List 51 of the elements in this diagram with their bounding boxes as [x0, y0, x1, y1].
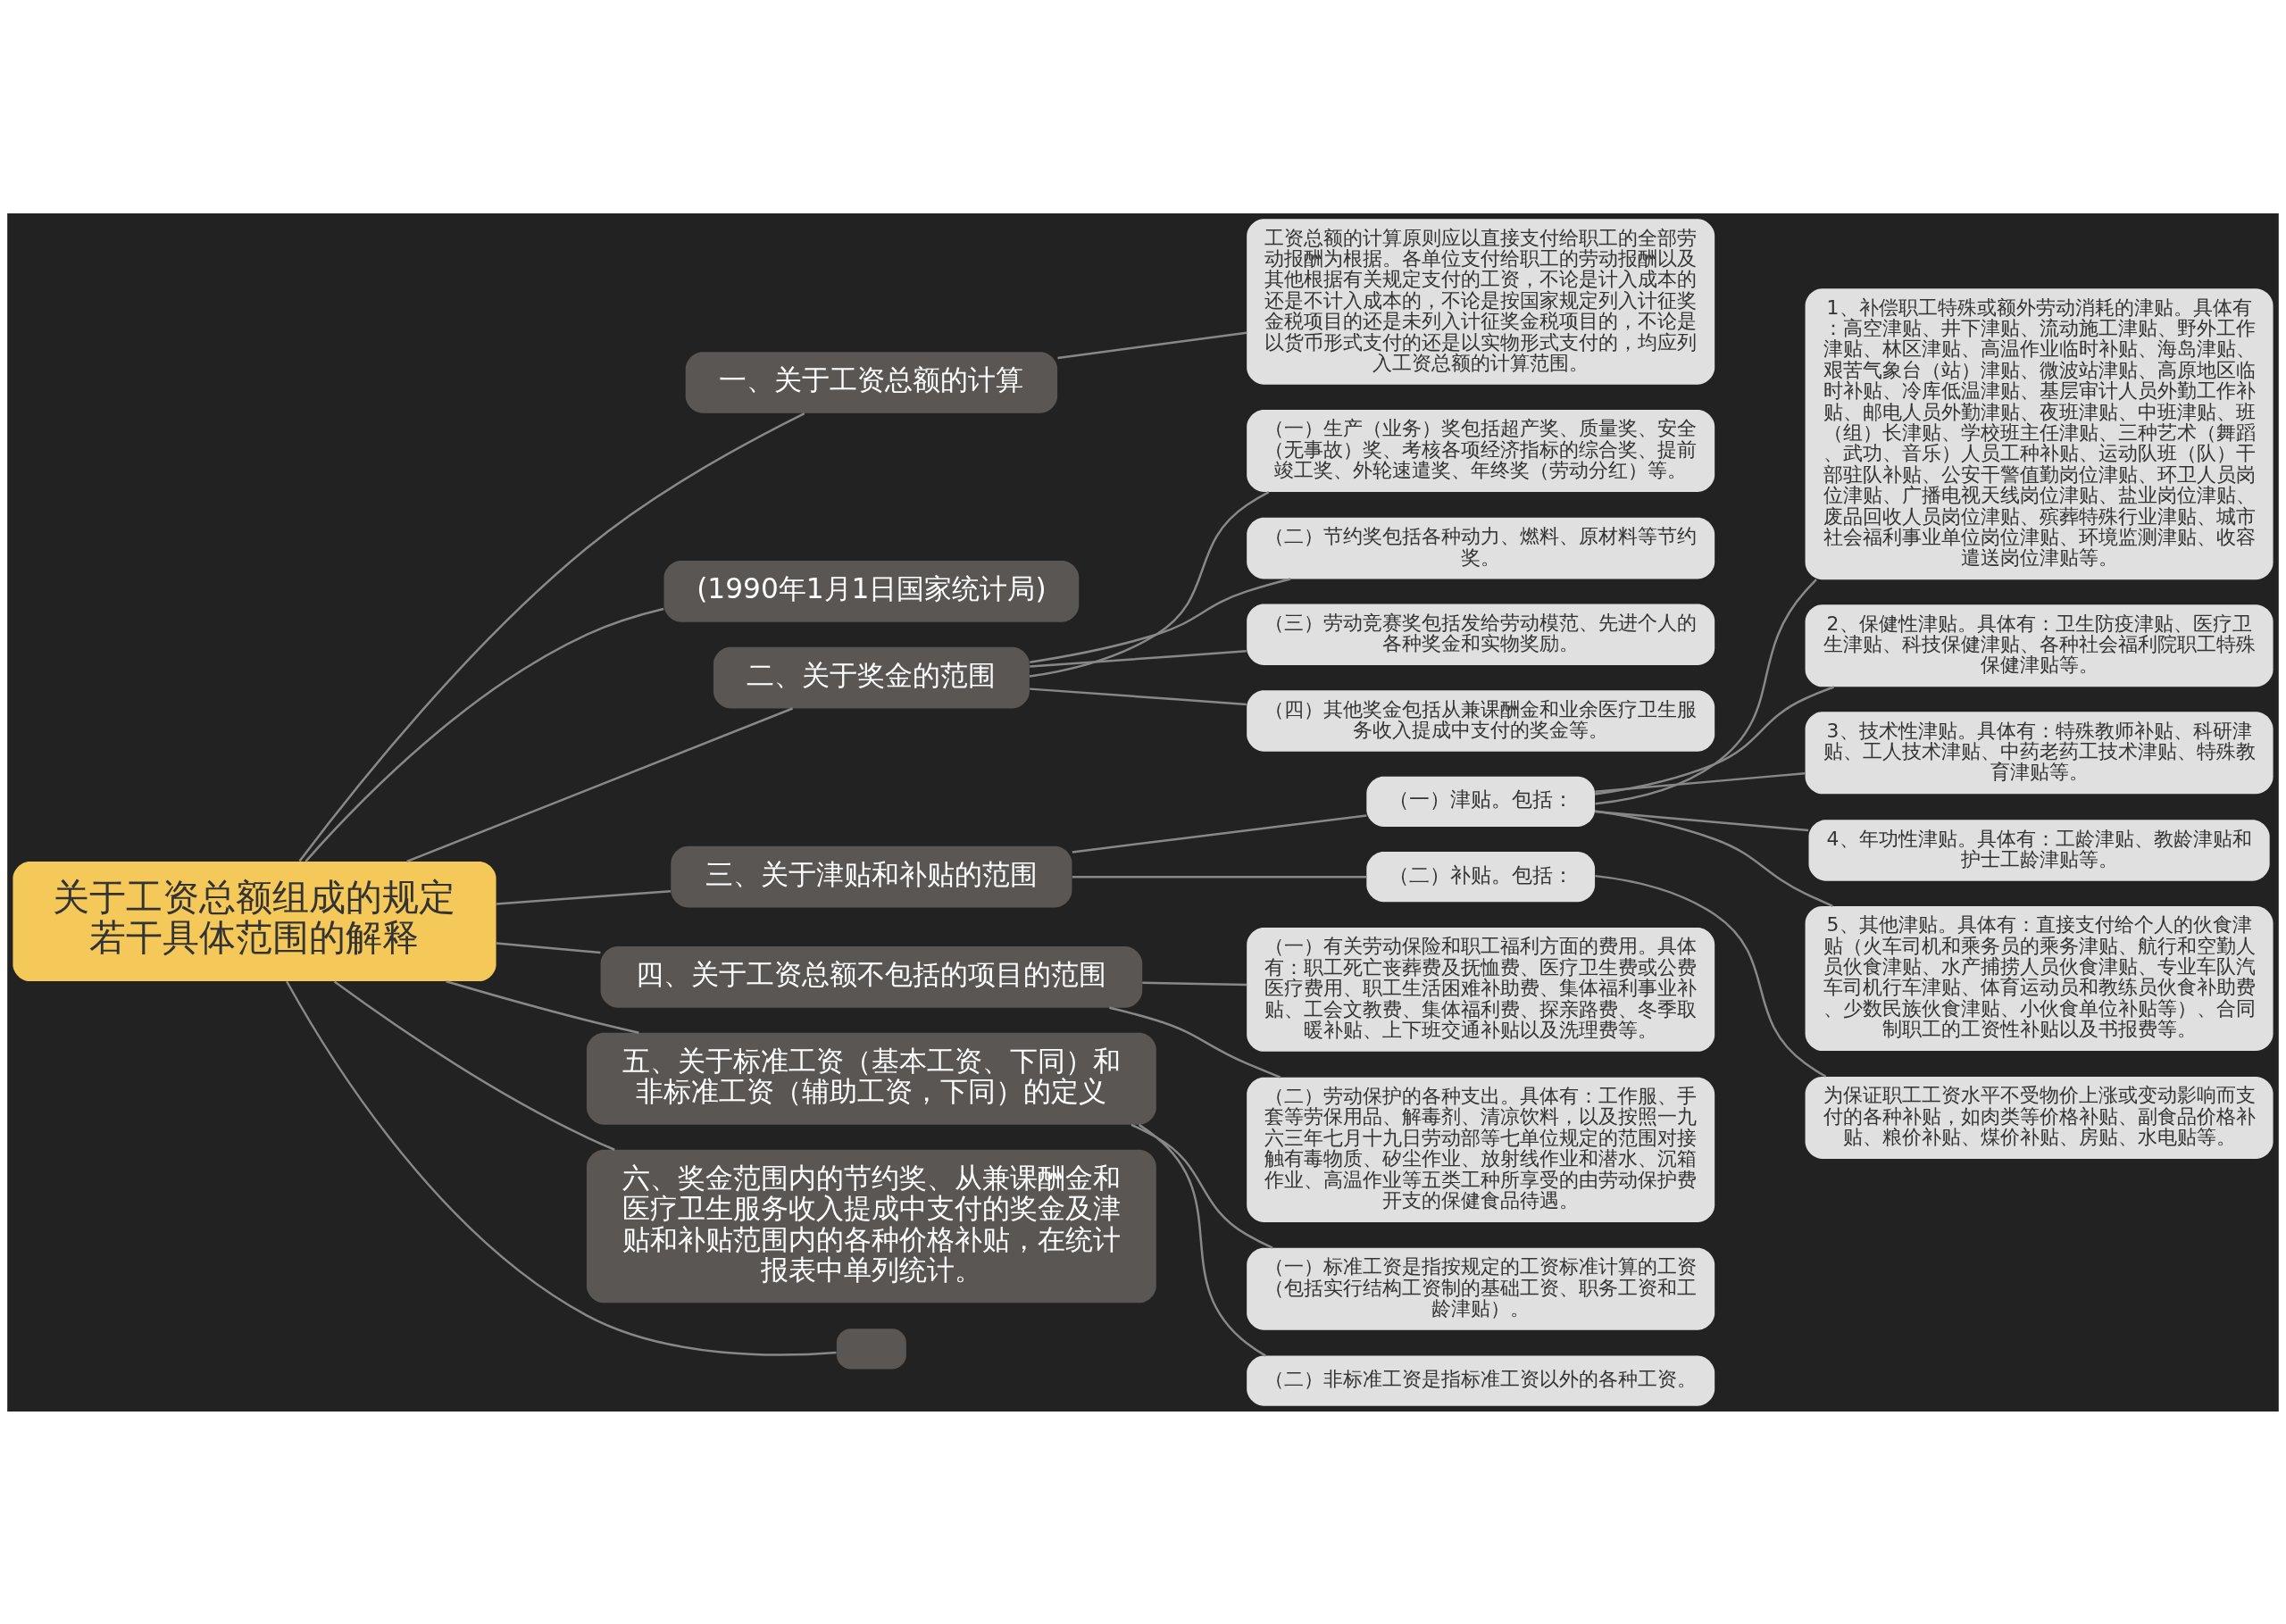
node-box: （一）津贴。包括： [1366, 776, 1596, 827]
node-box: 四、关于工资总额不包括的项目的范围 [600, 945, 1143, 1008]
connector [298, 412, 805, 862]
node-box: 一、关于工资总额的计算 [685, 351, 1058, 413]
connector [496, 889, 672, 905]
node-box: （二）补贴。包括： [1366, 851, 1596, 902]
connector [1138, 1123, 1266, 1357]
connector [1594, 809, 1833, 907]
connector [1595, 810, 1809, 831]
connector [446, 979, 639, 1034]
connector [1029, 490, 1270, 678]
node-box: （一）有关劳动保险和职工福利方面的费用。具体有：职工死亡丧葬费及抚恤费、医疗卫生费或公费医疗费用、职工生活困难补助费、集体福利事业补贴、工会文教费、集体福利费、探亲路费、冬季取暖补贴、上下班交通补贴以及洗理费等。 [1247, 927, 1715, 1052]
node-box: 关于工资总额组成的规定若干具体范围的解释 [13, 861, 496, 981]
node-box: （二）劳动保护的各种支出。具体有：工作服、手套等劳保用品、解毒剂、清凉饮料，以及按照一九六三年七月十九日劳动部等七单位规定的范围对接触有毒物质、矽尘作业、放射线作业和潜水、沉箱作业、高温作业等五类工种所享受的由劳动保护费开支的保健食品待遇。 [1247, 1077, 1715, 1222]
node-box: 二、关于奖金的范围 [713, 646, 1030, 708]
node-box: 1、补偿职工特殊或额外劳动消耗的津贴。具体有：高空津贴、井下津贴、流动施工津贴、野外工作津贴、林区津贴、高温作业临时补贴、海岛津贴、艰苦气象台（站）津贴、微波站津贴、高原地区临时补贴、冷库低温津贴、基层审计人员外勤工作补贴、邮电人员外勤津贴、夜班津贴、中班津贴、班（组）长津贴、学校班主任津贴、三种艺术（舞蹈、武功、音乐）人员工种补贴、运动队班（队）干部驻队补贴、公安干警值勤岗位津贴、环卫人员岗位津贴、广播电视天线岗位津贴、盐业岗位津贴、废品回收人员岗位津贴、殡葬特殊行业津贴、城市社会福利事业单位岗位津贴、环境监测津贴、收容遣送岗位津贴等。 [1805, 287, 2273, 579]
connector [286, 980, 837, 1356]
connector [1595, 874, 1827, 1078]
node-box: 3、技术性津贴。具体有：特殊教师补贴、科研津贴、工人技术津贴、中药老药工技术津贴、特殊教育津贴等。 [1805, 711, 2273, 794]
connector [1030, 687, 1247, 705]
connector [1057, 331, 1247, 359]
connector [496, 941, 601, 954]
connector [1072, 813, 1367, 854]
node-box: （三）劳动竞赛奖包括发给劳动模范、先进个人的各种奖金和实物奖励。 [1247, 603, 1715, 665]
node-box: （二）非标准工资是指标准工资以外的各种工资。 [1247, 1355, 1715, 1406]
connector [1595, 578, 1817, 805]
node-box: 三、关于津贴和补贴的范围 [671, 845, 1072, 907]
node-box: 五、关于标准工资（基本工资、下同）和非标准工资（辅助工资，下同）的定义 [586, 1032, 1156, 1125]
connector [1595, 771, 1806, 793]
node-box: 4、年功性津贴。具体有：工龄津贴、教龄津贴和护士工龄津贴等。 [1808, 819, 2270, 881]
connector [1142, 980, 1247, 986]
connector [1030, 577, 1291, 663]
node-box: （四）其他奖金包括从兼课酬金和业余医疗卫生服务收入提成中支付的奖金等。 [1247, 689, 1715, 752]
node-box: （二）节约奖包括各种动力、燃料、原材料等节约奖。 [1247, 517, 1715, 579]
connector [333, 979, 615, 1151]
connector [305, 607, 664, 862]
node-box: 5、其他津贴。具体有：直接支付给个人的伙食津贴（火车司机和乘务员的乘务津贴、航行和空勤人员伙食津贴、水产捕捞人员伙食津贴、专业车队汽车司机行车津贴、体育运动员和教练员伙食补助费、少数民族伙食津贴、小伙食单位补贴等）、合同制职工的工资性补贴以及书报费等。 [1805, 905, 2273, 1051]
connector [1072, 875, 1367, 878]
connector [406, 706, 794, 862]
node-box: 为保证职工工资水平不受物价上涨或变动影响而支付的各种补贴，如肉类等价格补贴、副食品价格补贴、粮价补贴、煤价补贴、房贴、水电贴等。 [1805, 1076, 2273, 1159]
node-box: 2、保健性津贴。具体有：卫生防疫津贴、医疗卫生津贴、科技保健津贴、各种社会福利院职工特殊保健津贴等。 [1805, 604, 2273, 687]
node-box: (1990年1月1日国家统计局) [663, 560, 1080, 622]
connector [1030, 649, 1247, 668]
connector [1595, 685, 1835, 795]
node-box: 工资总额的计算原则应以直接支付给职工的全部劳动报酬为根据。各单位支付给职工的劳动报酬以及其他根据有关规定支付的工资，不论是计入成本的还是不计入成本的，不论是按国家规定列入计征奖金税项目的还是未列入计征奖金税项目的，不论是以货币形式支付的还是以实物形式支付的，均应列入工资总额的计算范围。 [1247, 218, 1715, 385]
node-box [836, 1328, 906, 1369]
connector [1109, 1006, 1281, 1079]
node-box: 六、奖金范围内的节约奖、从兼课酬金和医疗卫生服务收入提成中支付的奖金及津贴和补贴范围内的各种价格补贴，在统计报表中单列统计。 [586, 1149, 1156, 1303]
node-box: （一）标准工资是指按规定的工资标准计算的工资（包括实行结构工资制的基础工资、职务工资和工龄津贴）。 [1247, 1247, 1715, 1330]
node-box: （一）生产（业务）奖包括超产奖、质量奖、安全（无事故）奖、考核各项经济指标的综合奖、提前竣工奖、外轮速遣奖、年终奖（劳动分红）等。 [1247, 409, 1715, 492]
connector [1130, 1123, 1273, 1249]
